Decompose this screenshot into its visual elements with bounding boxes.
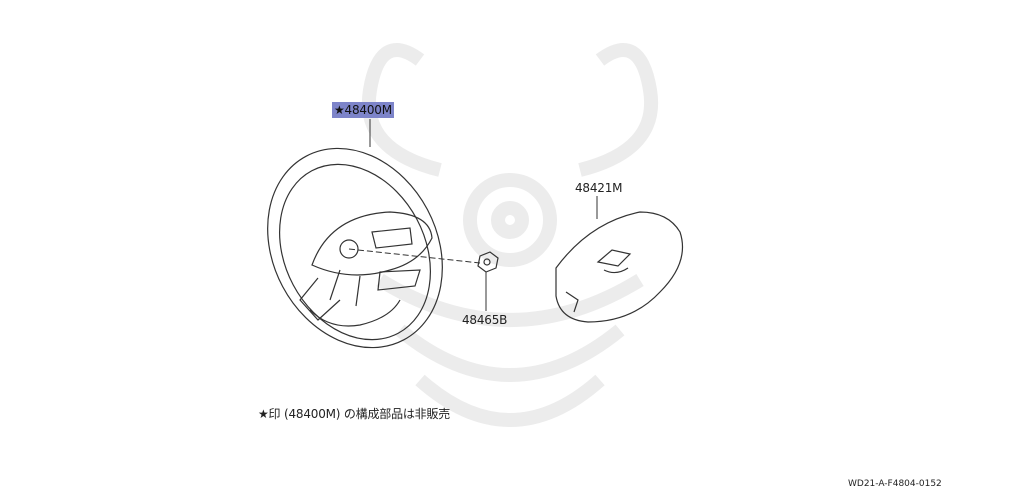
document-id: WD21-A-F4804-0152	[848, 479, 942, 489]
watermark-logo	[361, 43, 659, 427]
nut-part	[477, 251, 499, 273]
steering-wheel	[267, 147, 443, 349]
assembly-axis	[348, 248, 481, 264]
part-number-48465b[interactable]: 48465B	[462, 313, 508, 327]
part-number-48400m[interactable]: ★48400M	[332, 102, 394, 118]
horn-pad	[555, 211, 684, 323]
footnote: ★印 (48400M) の構成部品は非販売	[258, 407, 451, 421]
part-number-48421m[interactable]: 48421M	[575, 181, 623, 195]
